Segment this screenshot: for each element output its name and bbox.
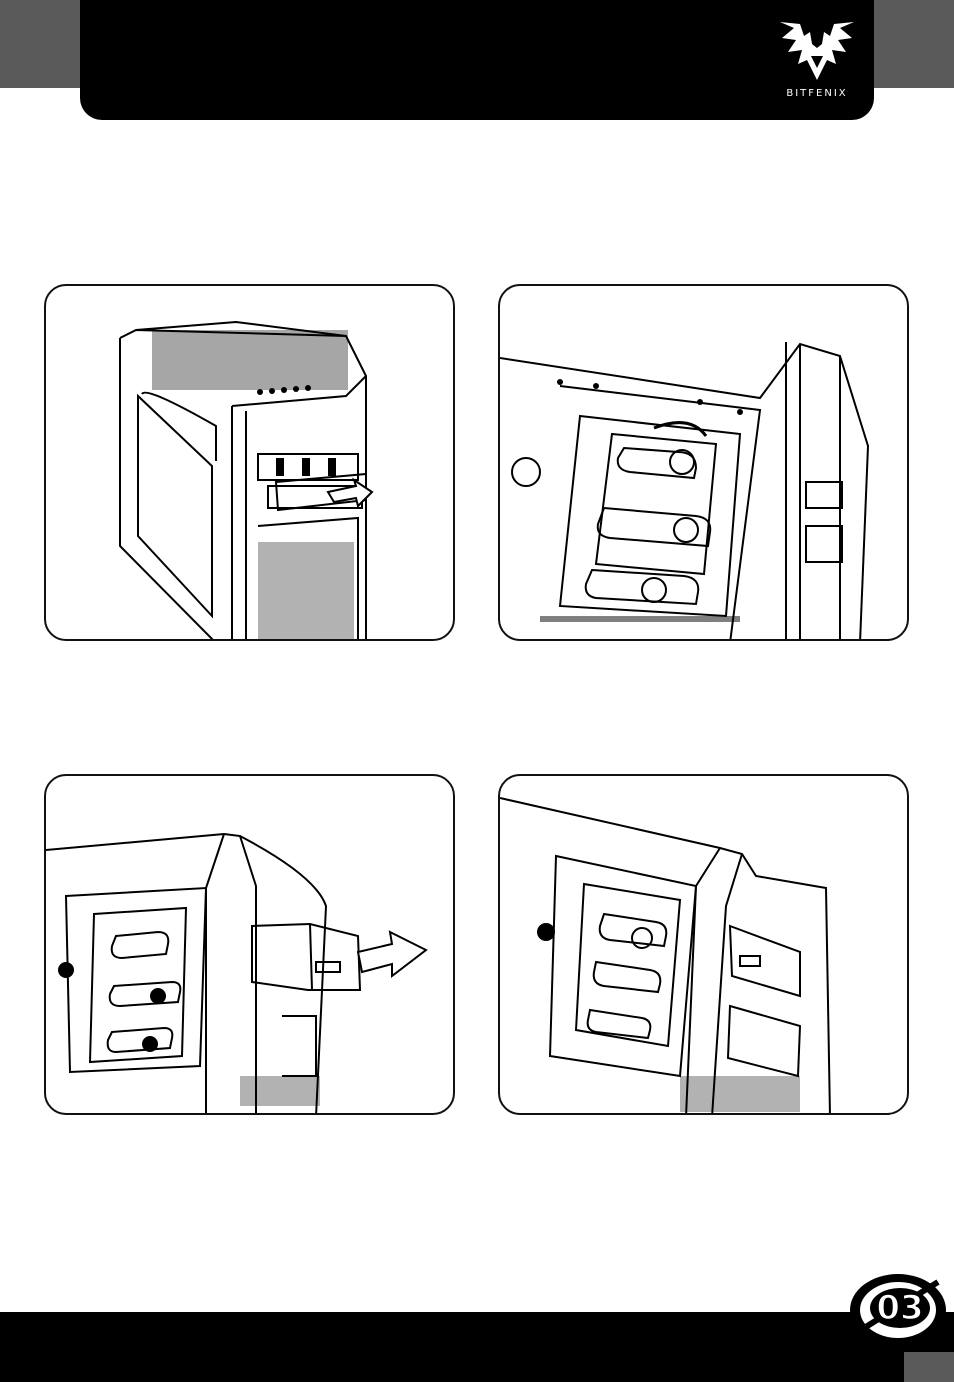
header-bar: BITFENIX xyxy=(80,0,874,120)
step-3-panel xyxy=(44,774,455,1115)
bitfenix-logo: BITFENIX xyxy=(774,18,860,108)
page-number-badge: 03 xyxy=(842,1268,954,1352)
footer-corner xyxy=(904,1352,954,1382)
insert-odd-drive-illustration xyxy=(46,776,455,1115)
page-number: 03 xyxy=(870,1288,930,1328)
lock-latch-illustration xyxy=(500,776,909,1115)
rotate-tool-less-latch-illustration xyxy=(500,286,909,641)
header-corner-right xyxy=(874,0,954,88)
footer-bar xyxy=(0,1312,954,1382)
remove-bay-cover-illustration xyxy=(46,286,455,641)
phoenix-icon xyxy=(774,18,860,88)
header-corner-left xyxy=(0,0,80,88)
brand-wordmark: BITFENIX xyxy=(774,88,860,99)
step-4-panel xyxy=(498,774,909,1115)
step-1-panel xyxy=(44,284,455,641)
step-2-panel xyxy=(498,284,909,641)
